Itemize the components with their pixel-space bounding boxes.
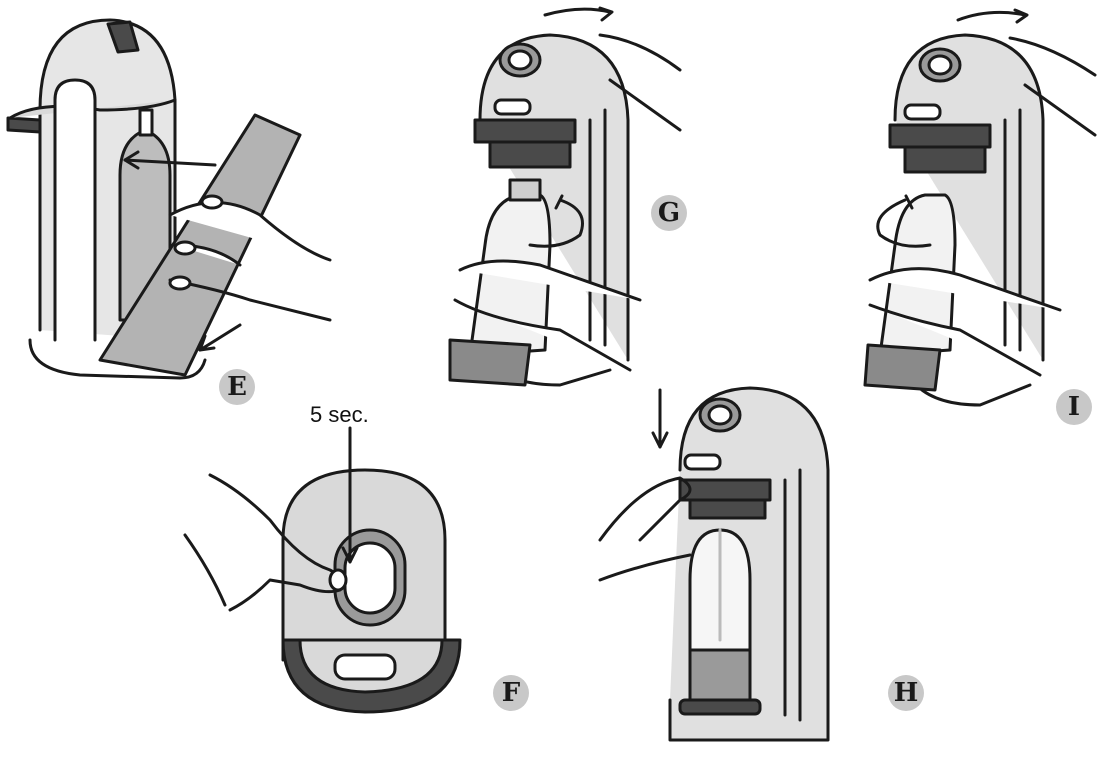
- step-label-e: E: [219, 369, 255, 405]
- step-i-illustration: [863, 8, 1097, 407]
- step-g-illustration: [448, 6, 682, 387]
- step-label-g: G: [651, 195, 687, 231]
- step-e-illustration: [6, 18, 332, 380]
- step-h-illustration: [598, 386, 830, 742]
- step-label-i: I: [1056, 389, 1092, 425]
- press-duration-caption: 5 sec.: [310, 402, 369, 427]
- step-f-illustration: [183, 426, 462, 714]
- step-label-h: H: [888, 675, 924, 711]
- step-label-f: F: [493, 675, 529, 711]
